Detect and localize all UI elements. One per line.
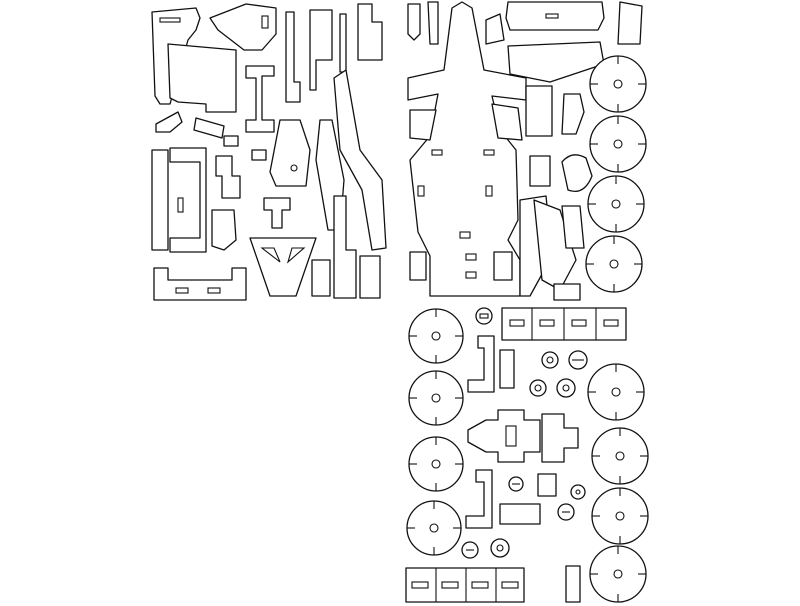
wing-top bbox=[617, 1, 643, 45]
slot bbox=[207, 287, 221, 294]
side-part bbox=[533, 199, 577, 291]
v-slot bbox=[286, 247, 306, 264]
ladder-strip bbox=[501, 307, 627, 341]
disc-wheel bbox=[591, 427, 649, 485]
small-part bbox=[311, 259, 331, 297]
side-part bbox=[561, 205, 585, 249]
lower-right-small-parts bbox=[405, 307, 627, 603]
slot bbox=[485, 185, 493, 197]
disc-wheel bbox=[589, 545, 647, 603]
bracket-part bbox=[467, 335, 495, 393]
top-right-part bbox=[485, 13, 505, 45]
notched-part bbox=[211, 209, 237, 251]
boom-part bbox=[333, 69, 387, 251]
wing-lower bbox=[507, 41, 605, 83]
ring-part bbox=[568, 350, 588, 370]
ring-part bbox=[529, 379, 547, 397]
strip-part bbox=[285, 11, 301, 103]
ring-part bbox=[570, 484, 586, 500]
bracket-part bbox=[499, 503, 541, 525]
right-column-disc-wheels bbox=[406, 55, 649, 603]
side-part bbox=[529, 155, 551, 187]
strip-part bbox=[339, 13, 347, 73]
tail-part bbox=[269, 119, 311, 187]
ring-part bbox=[461, 541, 479, 559]
slot bbox=[465, 253, 477, 261]
disc-wheel bbox=[591, 487, 649, 545]
slot bbox=[177, 197, 184, 213]
hub-part bbox=[467, 409, 541, 463]
slot bbox=[175, 287, 189, 294]
slot bbox=[459, 231, 471, 239]
frame-part bbox=[169, 147, 207, 253]
fin-part bbox=[359, 255, 381, 299]
left-panel-parts bbox=[151, 3, 387, 301]
top-right-part bbox=[427, 1, 439, 45]
frame-part bbox=[151, 149, 169, 251]
fuselage-top-view bbox=[407, 1, 643, 301]
top-right-part bbox=[407, 3, 421, 41]
bracket-part bbox=[245, 65, 275, 133]
small-part bbox=[193, 117, 225, 139]
disc-wheel bbox=[587, 175, 645, 233]
slot bbox=[431, 149, 443, 156]
ring-part bbox=[541, 351, 559, 369]
strip-part bbox=[357, 3, 383, 61]
hub-part bbox=[541, 413, 579, 463]
disc-wheel bbox=[589, 55, 647, 113]
ring-part bbox=[490, 538, 510, 558]
slot bbox=[545, 13, 559, 19]
bracket-part bbox=[537, 473, 557, 497]
v-tail-part bbox=[249, 237, 317, 297]
slot bbox=[417, 185, 425, 197]
strip-part bbox=[309, 9, 333, 91]
slot bbox=[159, 17, 181, 23]
fin-part bbox=[333, 195, 357, 299]
disc-wheel bbox=[408, 370, 464, 426]
t-part bbox=[263, 197, 291, 229]
wing-stub bbox=[491, 103, 523, 141]
small-part bbox=[155, 111, 183, 133]
side-part bbox=[525, 85, 553, 137]
base-part bbox=[153, 267, 247, 301]
small-part bbox=[223, 135, 239, 147]
strut-part bbox=[493, 251, 513, 281]
small-part bbox=[251, 149, 267, 161]
notched-part bbox=[215, 155, 241, 199]
bracket-part bbox=[565, 565, 581, 603]
rounded-part bbox=[561, 154, 593, 193]
arrow-part bbox=[209, 3, 277, 51]
bracket-part bbox=[465, 469, 493, 529]
wing-panel bbox=[167, 43, 237, 113]
small-part bbox=[553, 283, 581, 301]
side-part bbox=[561, 93, 585, 135]
v-slot bbox=[260, 247, 281, 263]
ring-part bbox=[508, 476, 524, 492]
slot bbox=[483, 149, 495, 156]
bracket-part bbox=[499, 349, 515, 389]
disc-wheel bbox=[406, 500, 462, 556]
slot bbox=[261, 15, 269, 29]
slot bbox=[505, 425, 517, 447]
ladder-strip bbox=[405, 567, 525, 603]
ring-part bbox=[475, 307, 493, 325]
disc-wheel bbox=[585, 235, 643, 293]
disc-wheel bbox=[408, 436, 464, 492]
wing-stub bbox=[409, 109, 437, 141]
ring-part bbox=[556, 378, 576, 398]
disc-wheel bbox=[589, 115, 647, 173]
ring-part bbox=[557, 503, 575, 521]
strut-part bbox=[409, 251, 427, 281]
hole bbox=[290, 164, 298, 172]
slot bbox=[465, 271, 477, 279]
disc-wheel bbox=[587, 363, 645, 421]
disc-wheel bbox=[408, 308, 464, 364]
